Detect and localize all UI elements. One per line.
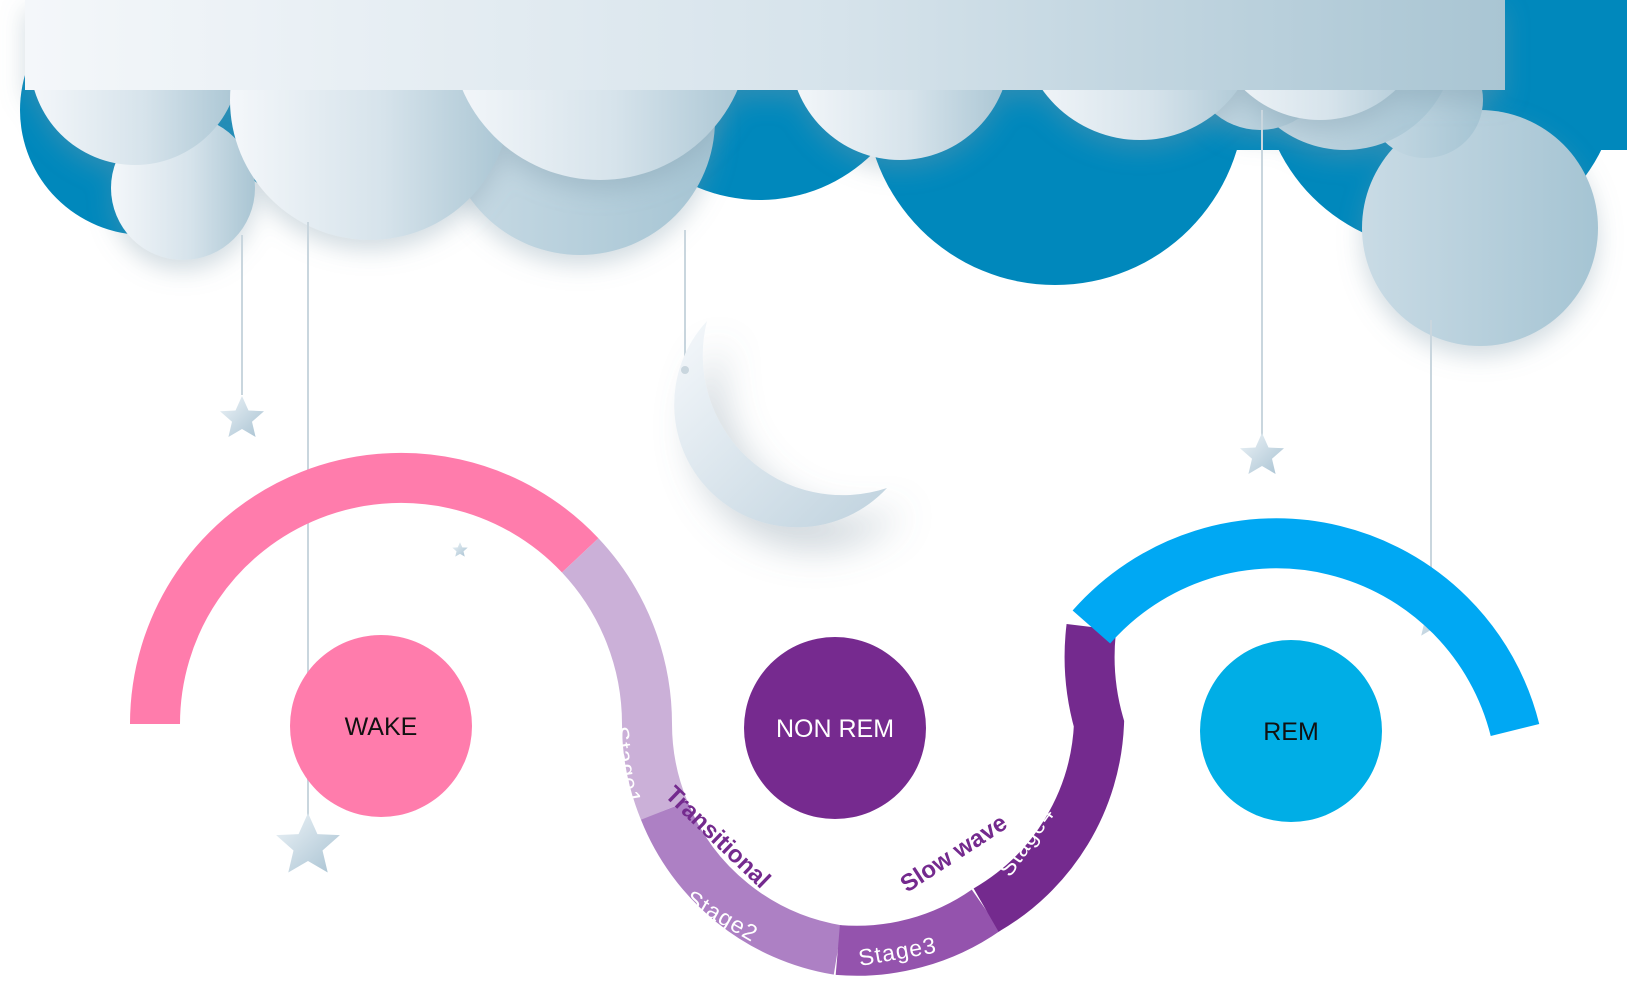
star-icon: [1240, 433, 1284, 474]
non-rem-node: NON REM: [744, 637, 926, 819]
star-icon: [276, 813, 340, 872]
cloud: [20, 0, 1627, 346]
rem-node: REM: [1200, 640, 1382, 822]
non-rem-label: NON REM: [776, 715, 894, 743]
star-icon: [220, 396, 264, 437]
moon-icon: [674, 321, 887, 527]
rem-label: REM: [1263, 718, 1319, 746]
star-icon: [452, 542, 467, 556]
wake-node: WAKE: [290, 635, 472, 817]
wake-label: WAKE: [345, 713, 418, 741]
